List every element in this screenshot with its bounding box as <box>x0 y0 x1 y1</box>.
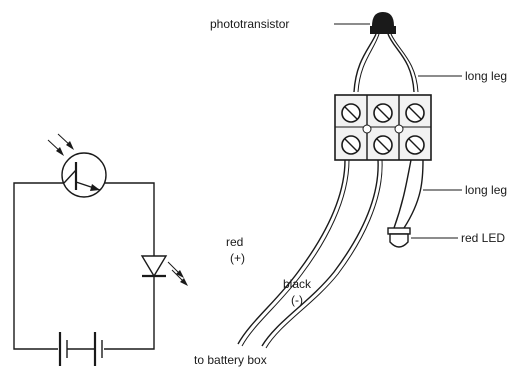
label-battery-box: to battery box <box>194 353 267 367</box>
label-red-sign: (+) <box>230 251 245 265</box>
phototransistor-leg-left-b <box>357 33 380 93</box>
black-lead-b <box>265 159 383 349</box>
schematic <box>13 133 188 366</box>
pictorial-circuit: phototransistor long leg long leg red LE… <box>194 12 507 367</box>
red-led-component <box>387 227 411 248</box>
schematic-wire-loop <box>13 182 155 350</box>
phototransistor-leg-left <box>353 33 377 93</box>
label-black: black <box>283 277 312 291</box>
black-lead <box>261 159 379 347</box>
label-black-sign: (-) <box>291 293 303 307</box>
phototransistor-symbol <box>47 133 107 198</box>
label-red-led: red LED <box>461 231 505 245</box>
led-symbol <box>140 255 188 286</box>
battery-symbol <box>58 332 103 366</box>
red-lead <box>237 159 346 345</box>
label-red: red <box>226 235 243 249</box>
led-leg-left <box>393 159 412 229</box>
phototransistor-leg-right <box>387 33 415 93</box>
terminal-block <box>334 94 432 161</box>
phototransistor-component <box>370 12 396 34</box>
phototransistor-leg-right-b <box>390 33 419 93</box>
led-leg-right <box>403 159 424 229</box>
red-lead-b <box>241 159 350 347</box>
terminal-screws <box>341 103 425 155</box>
label-long-leg-bottom: long leg <box>465 183 507 197</box>
label-phototransistor: phototransistor <box>210 17 289 31</box>
label-long-leg-top: long leg <box>465 69 507 83</box>
